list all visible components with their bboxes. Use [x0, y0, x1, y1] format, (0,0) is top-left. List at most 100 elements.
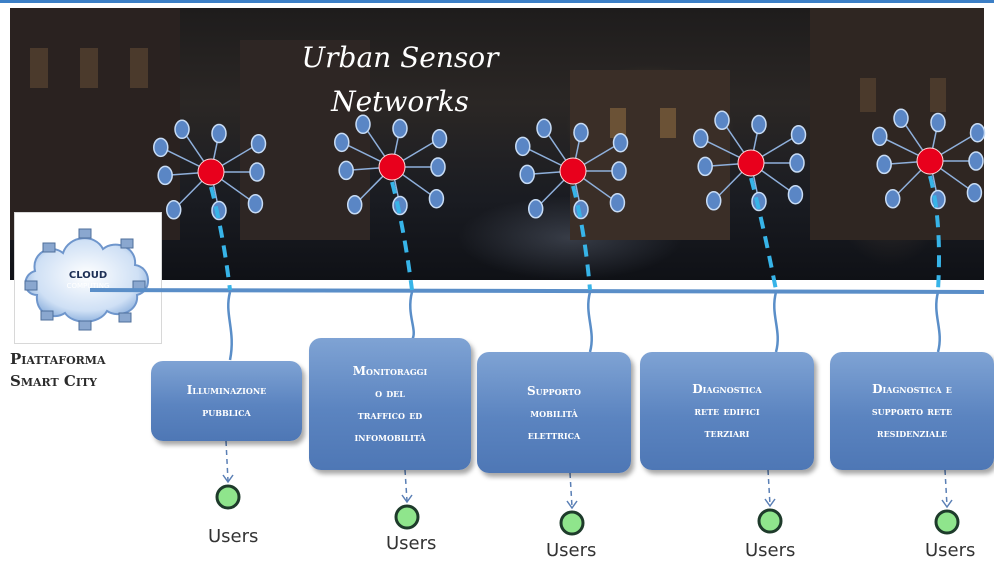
- sensor-cluster: [693, 110, 807, 534]
- user-node: [757, 508, 783, 534]
- diagram-title: Urban Sensor Networks: [290, 36, 510, 124]
- sensor-node: [153, 137, 169, 158]
- window: [130, 48, 148, 88]
- service-cable: [409, 291, 415, 341]
- service-label-line: Illuminazione: [186, 383, 267, 397]
- sensor-node: [334, 132, 350, 153]
- building: [570, 70, 730, 240]
- sensor-node: [211, 200, 227, 221]
- sensor-node: [519, 164, 535, 185]
- sensor-node: [536, 118, 552, 139]
- service-label-line: elettrica: [527, 427, 581, 442]
- users-label: Users: [208, 526, 259, 547]
- sensor-node: [884, 189, 901, 209]
- building: [10, 8, 180, 240]
- platform-label: Piattaforma Smart City: [10, 348, 160, 392]
- user-arrow: [404, 469, 408, 502]
- sensor-node: [611, 161, 627, 181]
- users-label: Users: [546, 540, 597, 561]
- service-label-line: Diagnostica e: [872, 382, 952, 396]
- sensor-node: [247, 193, 264, 214]
- dashed-link: [749, 177, 778, 291]
- service-label-line: mobilità: [530, 405, 578, 420]
- arrow-head: [401, 494, 413, 504]
- users-label: Users: [745, 540, 796, 561]
- sensor-node: [612, 132, 629, 153]
- sensor-node: [428, 188, 445, 209]
- title-line: Urban Sensor: [301, 41, 499, 74]
- sensor-node: [338, 160, 354, 181]
- sensor-node: [515, 136, 531, 157]
- service-cable: [227, 291, 233, 361]
- title-line: Networks: [331, 85, 469, 118]
- cloud-label: CLOUD: [69, 270, 107, 281]
- window: [610, 108, 626, 138]
- platform-line: Piattaforma: [10, 350, 106, 368]
- top-rule: [0, 0, 994, 3]
- sensor-node: [346, 195, 363, 215]
- service-label-line: terziari: [704, 426, 750, 440]
- dashed-link: [571, 185, 592, 291]
- cloud-icon: CLOUD COMPUTING: [24, 228, 149, 331]
- sensor-node: [968, 151, 984, 171]
- sensor-node: [693, 128, 709, 149]
- user-arrow: [569, 472, 573, 508]
- window: [660, 108, 676, 138]
- arrow-head: [941, 499, 953, 509]
- users-label: Users: [925, 540, 976, 561]
- window: [80, 48, 98, 88]
- sensor-node: [789, 153, 805, 173]
- sensor-node: [697, 156, 713, 177]
- user-arrow: [767, 469, 771, 506]
- data-bus-line: [89, 288, 985, 294]
- service-label-line: pubblica: [202, 405, 251, 419]
- sensor-node: [211, 123, 227, 144]
- arrow-head: [566, 500, 578, 510]
- window: [860, 78, 876, 112]
- arrow-head: [222, 474, 234, 484]
- service-label-line: Diagnostica: [692, 382, 762, 396]
- sensor-node: [705, 191, 722, 211]
- sensor-node: [157, 165, 173, 186]
- hub-node: [916, 147, 944, 175]
- platform-line: Smart City: [10, 372, 98, 390]
- arrow-head: [764, 498, 776, 508]
- sensor-node: [250, 133, 267, 154]
- service-label-line: Monitoraggi: [352, 364, 428, 378]
- window: [930, 78, 946, 112]
- user-node: [559, 510, 585, 536]
- user-node: [394, 504, 420, 530]
- service-cable: [935, 291, 941, 353]
- service-label-line: supporto rete: [871, 404, 953, 418]
- sensor-node: [430, 157, 446, 177]
- hub-node: [737, 149, 765, 177]
- service-cable: [773, 291, 779, 353]
- service-label-line: infomobilità: [354, 430, 426, 444]
- sensor-cluster: [153, 119, 267, 510]
- service-box: Illuminazione pubblica: [151, 361, 302, 441]
- dashed-link: [390, 181, 414, 291]
- service-label: Illuminazione pubblica: [187, 379, 266, 423]
- hub-node: [559, 157, 587, 185]
- sensor-cluster: [334, 114, 448, 530]
- sensor-node: [174, 119, 190, 140]
- sensor-node: [609, 192, 626, 213]
- sensor-node: [790, 124, 807, 145]
- sensor-node: [392, 118, 408, 139]
- sensor-node: [355, 114, 371, 135]
- cloud-computing-logo: CLOUD COMPUTING: [14, 212, 162, 344]
- sensor-node: [527, 199, 544, 219]
- sensor-node: [893, 108, 909, 129]
- cloud-sublabel: COMPUTING: [67, 282, 110, 290]
- user-node: [934, 509, 960, 535]
